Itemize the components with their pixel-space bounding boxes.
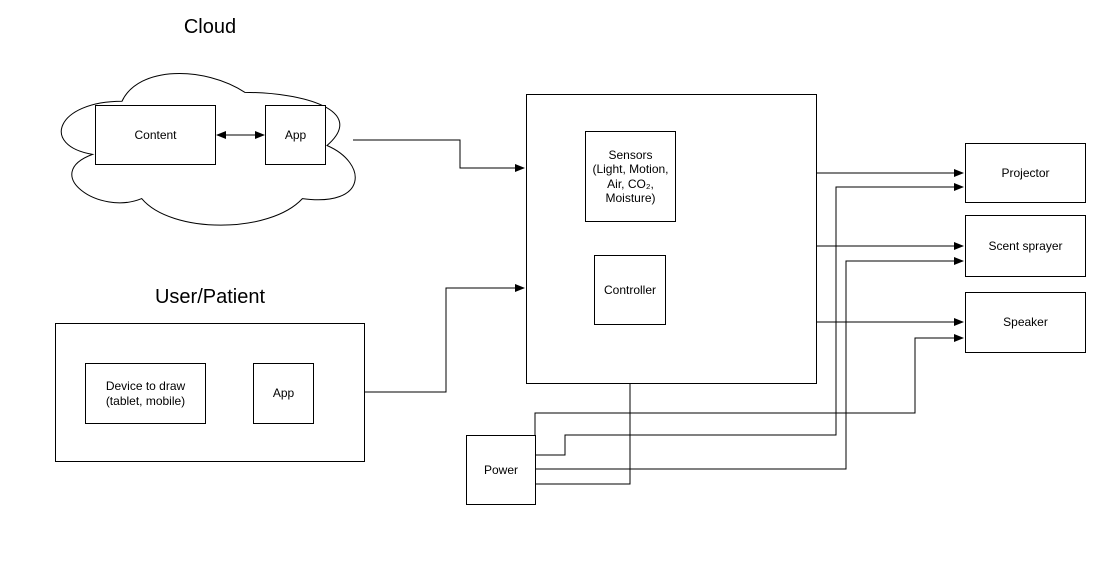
cloud-app-node: App [265,105,326,165]
edge-power-speaker [534,334,964,435]
sensors-node: Sensors (Light, Motion, Air, CO₂, Moistu… [585,131,676,222]
content-node: Content [95,105,216,165]
speaker-node: Speaker [965,292,1086,353]
controller-node: Controller [594,255,666,325]
cloud-group-title: Cloud [183,16,237,38]
edge-cloud-system [353,139,525,172]
scent-sprayer-node: Scent sprayer [965,215,1086,277]
device-node: Device to draw (tablet, mobile) [85,363,206,424]
projector-node: Projector [965,143,1086,203]
edge-user-system [365,284,525,393]
edge-power-scent [536,257,964,470]
user-app-node: App [253,363,314,424]
edge-power-projector [536,183,964,456]
user-group-title: User/Patient [154,286,266,308]
power-node: Power [466,435,536,505]
